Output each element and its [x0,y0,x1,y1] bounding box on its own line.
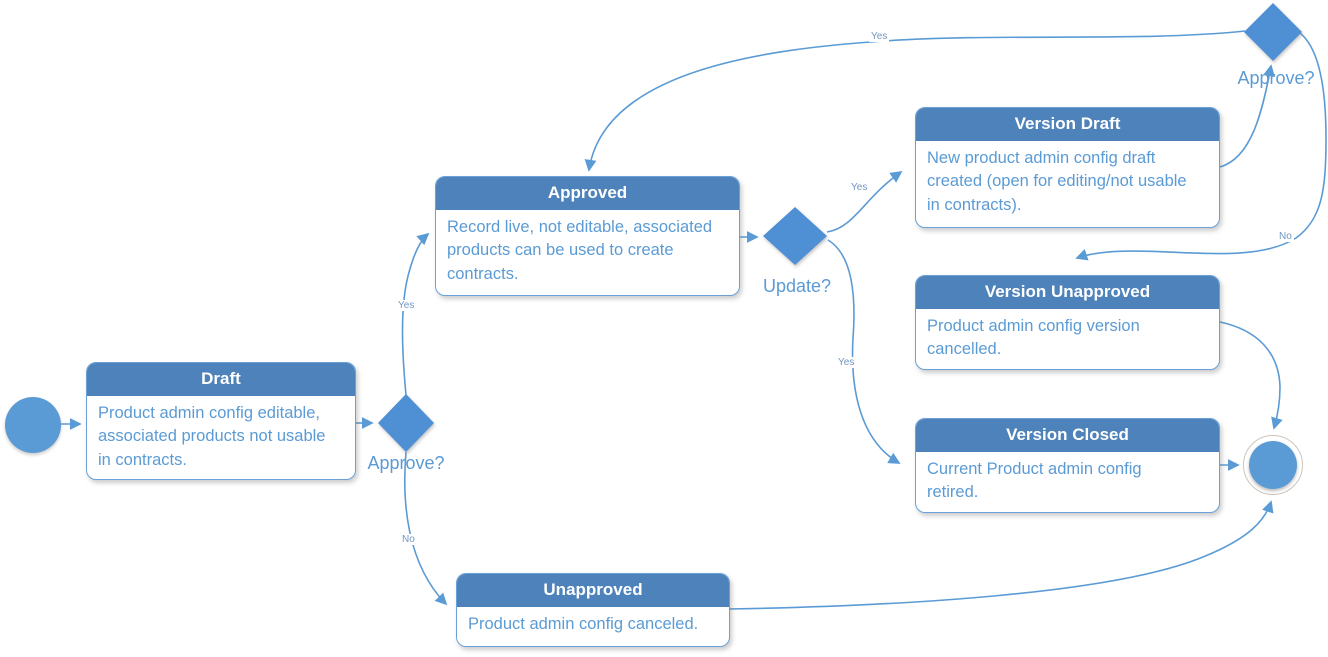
edge-label-approve2-yes: Yes [869,31,890,42]
edge-approve2-no-to-version-unapproved [1075,32,1327,261]
state-unapproved: Unapproved Product admin config canceled… [456,573,730,647]
edge-label-update-yes-version-draft: Yes [849,182,870,193]
edge-update-yes-to-version-closed [827,239,901,464]
decision-approve1-label: Approve? [367,453,445,473]
end-node [1243,435,1303,495]
end-node-inner-circle [1249,441,1297,489]
state-draft-title: Draft [87,363,355,396]
edge-version-unapproved-to-end [1219,321,1283,430]
state-draft: Draft Product admin config editable, ass… [86,362,356,480]
decision-update-label: Update? [762,276,832,296]
state-unapproved-description: Product admin config canceled. [468,615,699,633]
edge-update-yes-to-version-draft [826,170,903,233]
state-version-closed-title: Version Closed [916,419,1219,452]
edge-unapproved-to-end [728,500,1274,610]
state-version-draft-title: Version Draft [916,108,1219,141]
state-unapproved-title: Unapproved [457,574,729,607]
state-version-unapproved-description: Product admin config version cancelled. [927,317,1140,359]
state-version-unapproved-title: Version Unapproved [916,276,1219,309]
decision-approve2-label: Approve? [1237,68,1315,88]
edge-approve1-yes-to-approved [401,232,430,396]
state-approved: Approved Record live, not editable, asso… [435,176,740,296]
edge-label-approve1-yes: Yes [396,300,417,311]
state-draft-description: Product admin config editable, associate… [98,404,326,469]
state-version-draft: Version Draft New product admin config d… [915,107,1220,228]
state-version-draft-description: New product admin config draft created (… [927,149,1187,214]
decision-approve2-diamond [1244,3,1302,61]
state-version-closed: Version Closed Current Product admin con… [915,418,1220,513]
state-approved-description: Record live, not editable, associated pr… [447,218,713,283]
decision-update-diamond [763,207,827,265]
edge-label-update-yes-version-closed: Yes [836,357,857,368]
edge-label-approve1-no: No [400,534,417,545]
decision-approve1-diamond [378,394,434,452]
edge-approve1-no-to-unapproved [404,451,448,606]
state-version-unapproved: Version Unapproved Product admin config … [915,275,1220,370]
state-version-closed-description: Current Product admin config retired. [927,460,1142,502]
start-node [5,397,61,453]
edge-label-approve2-no: No [1277,231,1294,242]
edge-version-draft-to-approve2 [1219,64,1276,168]
state-approved-title: Approved [436,177,739,210]
